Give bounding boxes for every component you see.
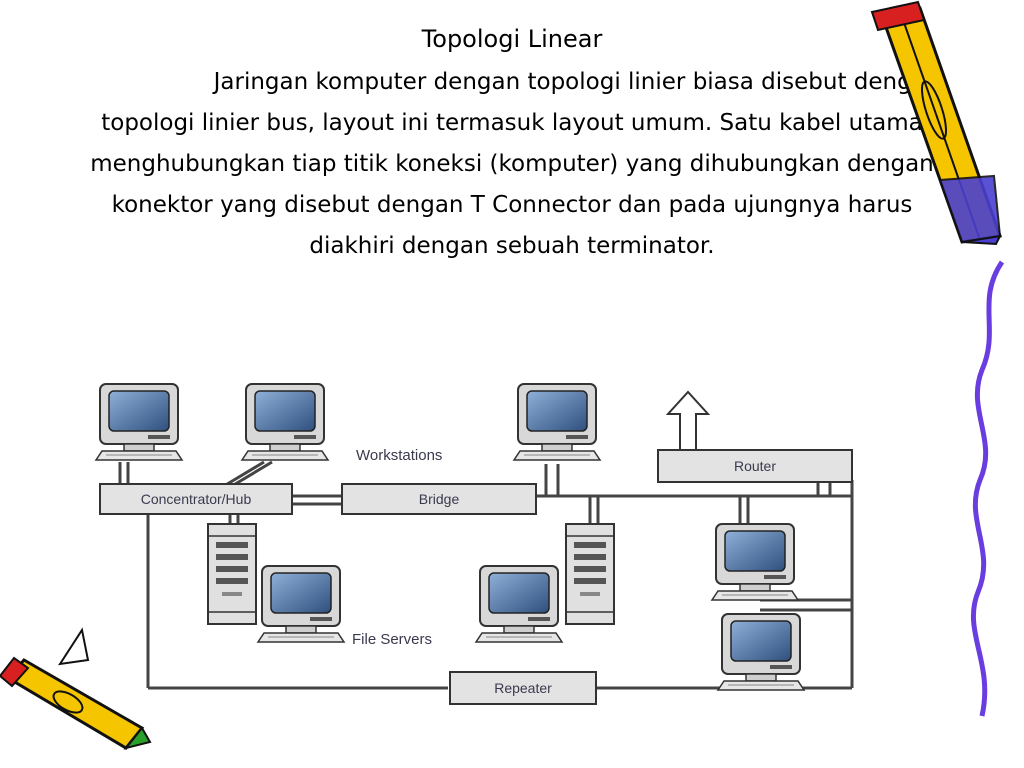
repeater-box: Repeater [449, 671, 597, 705]
slide-title: Topologi Linear [421, 25, 603, 53]
bridge-label: Bridge [419, 491, 460, 507]
repeater-label: Repeater [494, 680, 552, 696]
slide-body-rest: biasa disebut dengan topologi linier bus… [90, 69, 941, 259]
concentrator-hub-box: Concentrator/Hub [99, 483, 293, 515]
bridge-box: Bridge [341, 483, 537, 515]
workstations-label: Workstations [356, 447, 442, 464]
pencil-icon [870, 0, 1003, 246]
decorative-squiggle [971, 260, 1005, 717]
router-box: Router [657, 449, 853, 483]
server-tower-icon [565, 523, 615, 625]
slide-body: Jaringan komputer dengan topologi linier… [70, 62, 954, 267]
file-servers-label: File Servers [352, 631, 432, 648]
concentrator-label: Concentrator/Hub [141, 491, 252, 507]
arrow-up-icon [665, 390, 711, 453]
router-label: Router [734, 458, 776, 474]
server-tower-icon [207, 523, 257, 625]
slide-body-line1: Jaringan komputer dengan topologi linier [213, 69, 686, 95]
pencil-icon [0, 627, 152, 750]
